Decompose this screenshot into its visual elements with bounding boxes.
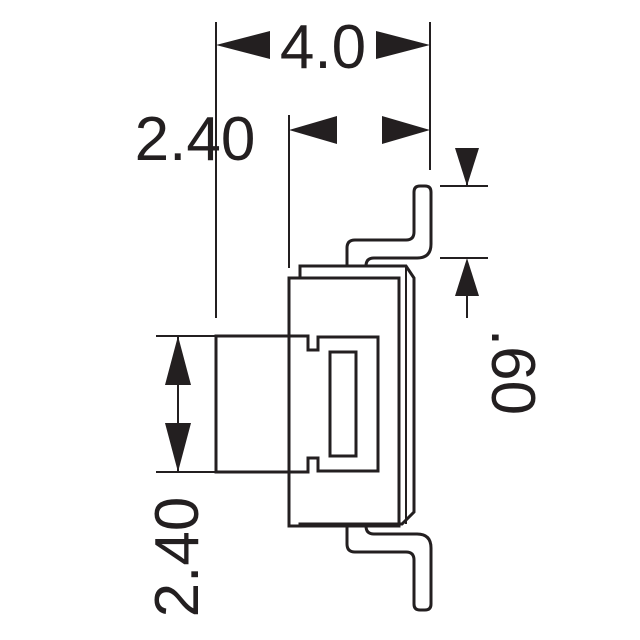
knob-arrow-bottom — [165, 423, 191, 472]
dimension-lead-label: .60 — [478, 329, 547, 415]
offset-dimension: 2.40 — [135, 105, 430, 268]
slider-cavity — [287, 334, 380, 474]
switch-outline — [214, 184, 433, 612]
dimension-width-label: 4.0 — [280, 13, 366, 82]
width-dimension: 4.0 — [215, 13, 431, 318]
knob-arrow-top — [165, 336, 191, 385]
upper-lead — [345, 184, 433, 268]
knob-dimension: 2.40 — [143, 335, 216, 618]
dimension-knob-label: 2.40 — [143, 497, 212, 618]
slider-knob-inner — [328, 350, 358, 458]
offset-arrow-left — [289, 116, 337, 144]
offset-arrow-right — [382, 116, 430, 144]
lead-arrow-bottom — [455, 258, 479, 296]
lower-lead — [345, 524, 433, 612]
dimension-arrow-left — [216, 31, 270, 59]
lead-dimension: .60 — [440, 148, 547, 415]
cover-plate — [298, 264, 416, 528]
lead-arrow-top — [455, 148, 479, 186]
actuator-knob — [214, 334, 291, 474]
dimension-arrow-right — [376, 31, 430, 59]
dimension-offset-label: 2.40 — [135, 105, 256, 174]
switch-body — [287, 276, 401, 528]
